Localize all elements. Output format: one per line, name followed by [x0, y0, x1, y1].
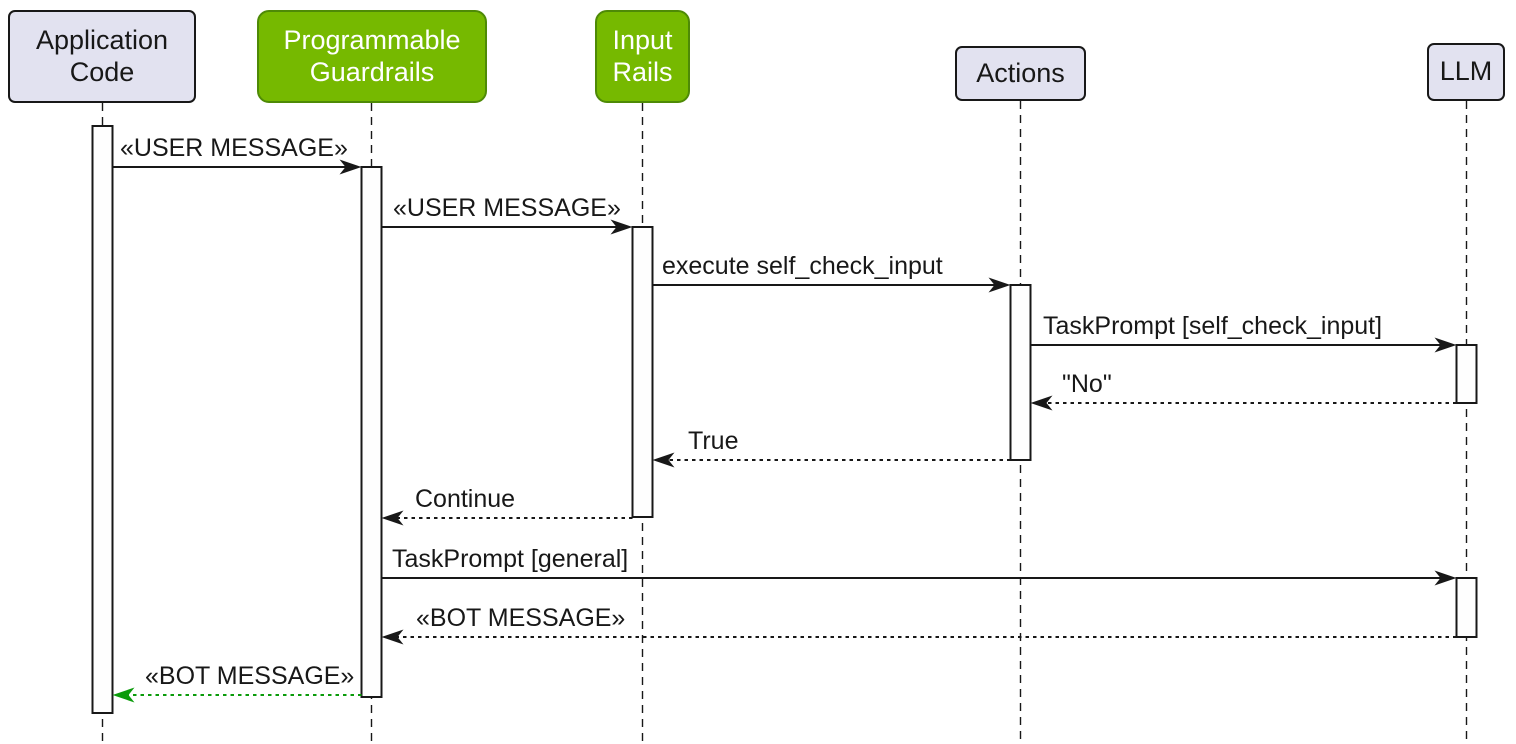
participant-llm-label: LLM [1439, 56, 1493, 87]
participant-application-code-label: Application Code [35, 24, 169, 87]
participant-actions: Actions [955, 46, 1086, 101]
activation-bar-app-0 [91, 125, 114, 714]
message-arrowhead-0 [339, 159, 362, 175]
participant-input-rails: Input Rails [595, 10, 690, 103]
message-arrowhead-5 [652, 452, 675, 468]
participant-actions-label: Actions [976, 57, 1065, 88]
participant-programmable-guardrails: Programmable Guardrails [257, 10, 487, 103]
message-arrowhead-4 [1030, 395, 1053, 411]
activation-bar-guardrails-1 [360, 166, 383, 698]
message-label-6: Continue [415, 485, 516, 513]
participant-programmable-guardrails-label: Programmable Guardrails [283, 24, 461, 87]
message-arrowhead-3 [1434, 337, 1457, 353]
message-label-2: execute self_check_input [662, 252, 943, 280]
message-arrowhead-6 [381, 510, 404, 526]
message-arrowhead-1 [610, 219, 633, 235]
message-label-1: «USER MESSAGE» [393, 194, 621, 222]
participant-input-rails-label: Input Rails [612, 24, 673, 87]
participant-application-code: Application Code [8, 10, 196, 103]
message-label-5: True [688, 427, 739, 455]
message-arrowhead-2 [988, 277, 1011, 293]
activation-bar-actions-3 [1009, 284, 1032, 461]
message-label-9: «BOT MESSAGE» [145, 662, 355, 690]
message-arrowhead-8 [381, 629, 404, 645]
participant-llm: LLM [1427, 43, 1505, 101]
message-arrowhead-9 [112, 687, 135, 703]
message-label-4: "No" [1062, 370, 1112, 398]
message-label-3: TaskPrompt [self_check_input] [1043, 312, 1383, 340]
message-arrowhead-7 [1434, 570, 1457, 586]
activation-bar-input_rails-2 [631, 226, 654, 518]
message-label-7: TaskPrompt [general] [392, 545, 629, 573]
activation-bar-llm-5 [1455, 577, 1478, 638]
message-label-0: «USER MESSAGE» [120, 134, 348, 162]
activation-bar-llm-4 [1455, 344, 1478, 404]
message-label-8: «BOT MESSAGE» [416, 604, 626, 632]
